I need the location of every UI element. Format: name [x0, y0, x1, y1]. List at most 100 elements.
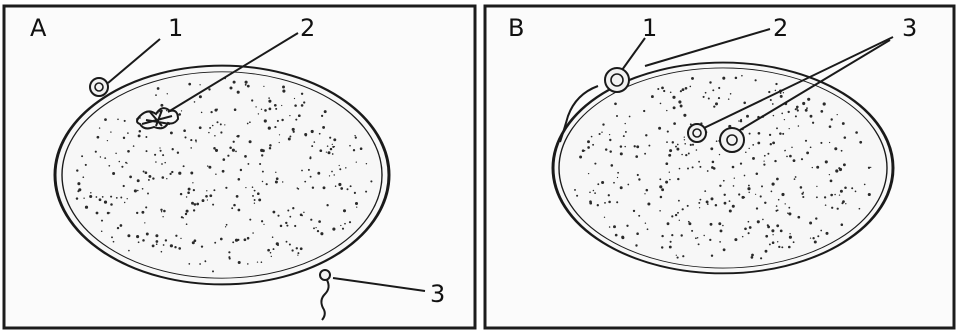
cytoplasm-granule	[155, 94, 157, 96]
cytoplasm-granule	[97, 136, 100, 139]
cytoplasm-granule	[647, 228, 649, 230]
cytoplasm-granule	[643, 110, 645, 112]
cytoplasm-granule	[666, 141, 668, 143]
cytoplasm-granule	[296, 247, 298, 249]
cytoplasm-granule	[680, 105, 683, 108]
cytoplasm-granule	[280, 225, 283, 228]
panel-a: A 1 2 3	[4, 6, 475, 328]
cytoplasm-granule	[210, 111, 212, 113]
cytoplasm-granule	[748, 232, 750, 234]
cytoplasm-granule	[145, 206, 147, 208]
cytoplasm-granule	[238, 261, 241, 264]
cytoplasm-granule	[776, 127, 778, 129]
cytoplasm-granule	[671, 234, 673, 236]
cytoplasm-granule	[789, 128, 790, 129]
cytoplasm-granule	[310, 156, 312, 158]
cytoplasm-granule	[795, 115, 797, 117]
cytoplasm-granule	[747, 187, 750, 190]
cytoplasm-granule	[751, 254, 754, 257]
cytoplasm-granule	[748, 148, 749, 149]
cytoplasm-granule	[133, 145, 135, 147]
cytoplasm-granule	[204, 260, 206, 262]
cytoplasm-granule	[724, 194, 726, 196]
panel-a-callout-3: 3	[430, 280, 445, 308]
cytoplasm-granule	[638, 215, 640, 217]
cytoplasm-granule	[831, 207, 833, 209]
cytoplasm-granule	[262, 181, 263, 182]
cytoplasm-granule	[593, 190, 595, 192]
cytoplasm-granule	[805, 109, 808, 112]
cytoplasm-granule	[245, 81, 248, 84]
panel-b-callout-1: 1	[642, 14, 657, 42]
cytoplasm-granule	[134, 189, 137, 192]
cytoplasm-granule	[288, 138, 291, 141]
cytoplasm-granule	[604, 217, 605, 218]
cytoplasm-granule	[711, 197, 714, 200]
cytoplasm-granule	[292, 207, 294, 209]
cytoplasm-granule	[188, 83, 191, 86]
cytoplasm-granule	[720, 229, 723, 232]
cytoplasm-granule	[285, 222, 287, 224]
cytoplasm-granule	[264, 119, 267, 122]
cytoplasm-granule	[276, 177, 279, 180]
cytoplasm-granule	[107, 212, 110, 215]
cytoplasm-granule	[295, 119, 297, 121]
cytoplasm-granule	[648, 145, 650, 147]
cytoplasm-granule	[289, 115, 290, 116]
cytoplasm-granule	[692, 166, 694, 168]
cytoplasm-granule	[148, 175, 151, 178]
cytoplasm-granule	[124, 202, 125, 203]
cytoplasm-granule	[174, 246, 176, 248]
panel-a-egg-cell	[55, 66, 389, 285]
cytoplasm-granule	[355, 202, 358, 205]
cytoplasm-granule	[784, 119, 785, 120]
cytoplasm-granule	[659, 210, 661, 212]
cytoplasm-granule	[684, 139, 685, 140]
cytoplasm-granule	[757, 142, 760, 145]
cytoplasm-granule	[188, 263, 190, 265]
cytoplasm-granule	[670, 241, 672, 243]
cytoplasm-granule	[672, 141, 674, 143]
cytoplasm-granule	[254, 203, 255, 204]
cytoplasm-granule	[679, 220, 680, 221]
cytoplasm-granule	[286, 241, 288, 243]
cytoplasm-granule	[322, 126, 325, 129]
cytoplasm-granule	[251, 99, 253, 101]
cytoplasm-granule	[669, 179, 670, 180]
cytoplasm-granule	[718, 222, 721, 225]
cytoplasm-granule	[224, 124, 225, 125]
cytoplasm-granule	[574, 189, 576, 191]
cytoplasm-granule	[123, 137, 125, 139]
cytoplasm-granule	[709, 239, 711, 241]
panel-a-callout-1: 1	[168, 14, 183, 42]
cytoplasm-granule	[797, 109, 799, 111]
cytoplasm-granule	[688, 153, 690, 155]
cytoplasm-granule	[327, 151, 330, 154]
cytoplasm-granule	[743, 102, 746, 105]
cytoplasm-granule	[770, 143, 772, 145]
cytoplasm-granule	[859, 208, 861, 210]
cytoplasm-granule	[311, 130, 314, 133]
cytoplasm-granule	[789, 155, 792, 158]
cytoplasm-granule	[249, 121, 251, 123]
cytoplasm-granule	[611, 164, 614, 167]
cytoplasm-granule	[733, 185, 735, 187]
cytoplasm-granule	[722, 225, 724, 227]
cytoplasm-granule	[730, 93, 732, 95]
cytoplasm-granule	[170, 244, 173, 247]
cytoplasm-granule	[178, 113, 181, 116]
cytoplasm-granule	[227, 155, 229, 157]
cytoplasm-granule	[282, 90, 285, 93]
cytoplasm-granule	[282, 86, 285, 89]
cytoplasm-granule	[774, 160, 776, 162]
cytoplasm-granule	[190, 147, 192, 149]
cytoplasm-granule	[77, 182, 80, 185]
cytoplasm-granule	[870, 167, 871, 168]
cytoplasm-granule	[669, 246, 672, 249]
cytoplasm-granule	[228, 251, 230, 253]
cytoplasm-granule	[682, 208, 684, 210]
cytoplasm-granule	[289, 216, 291, 218]
cytoplasm-granule	[104, 118, 107, 121]
cytoplasm-granule	[162, 154, 164, 156]
cytoplasm-granule	[187, 191, 190, 194]
